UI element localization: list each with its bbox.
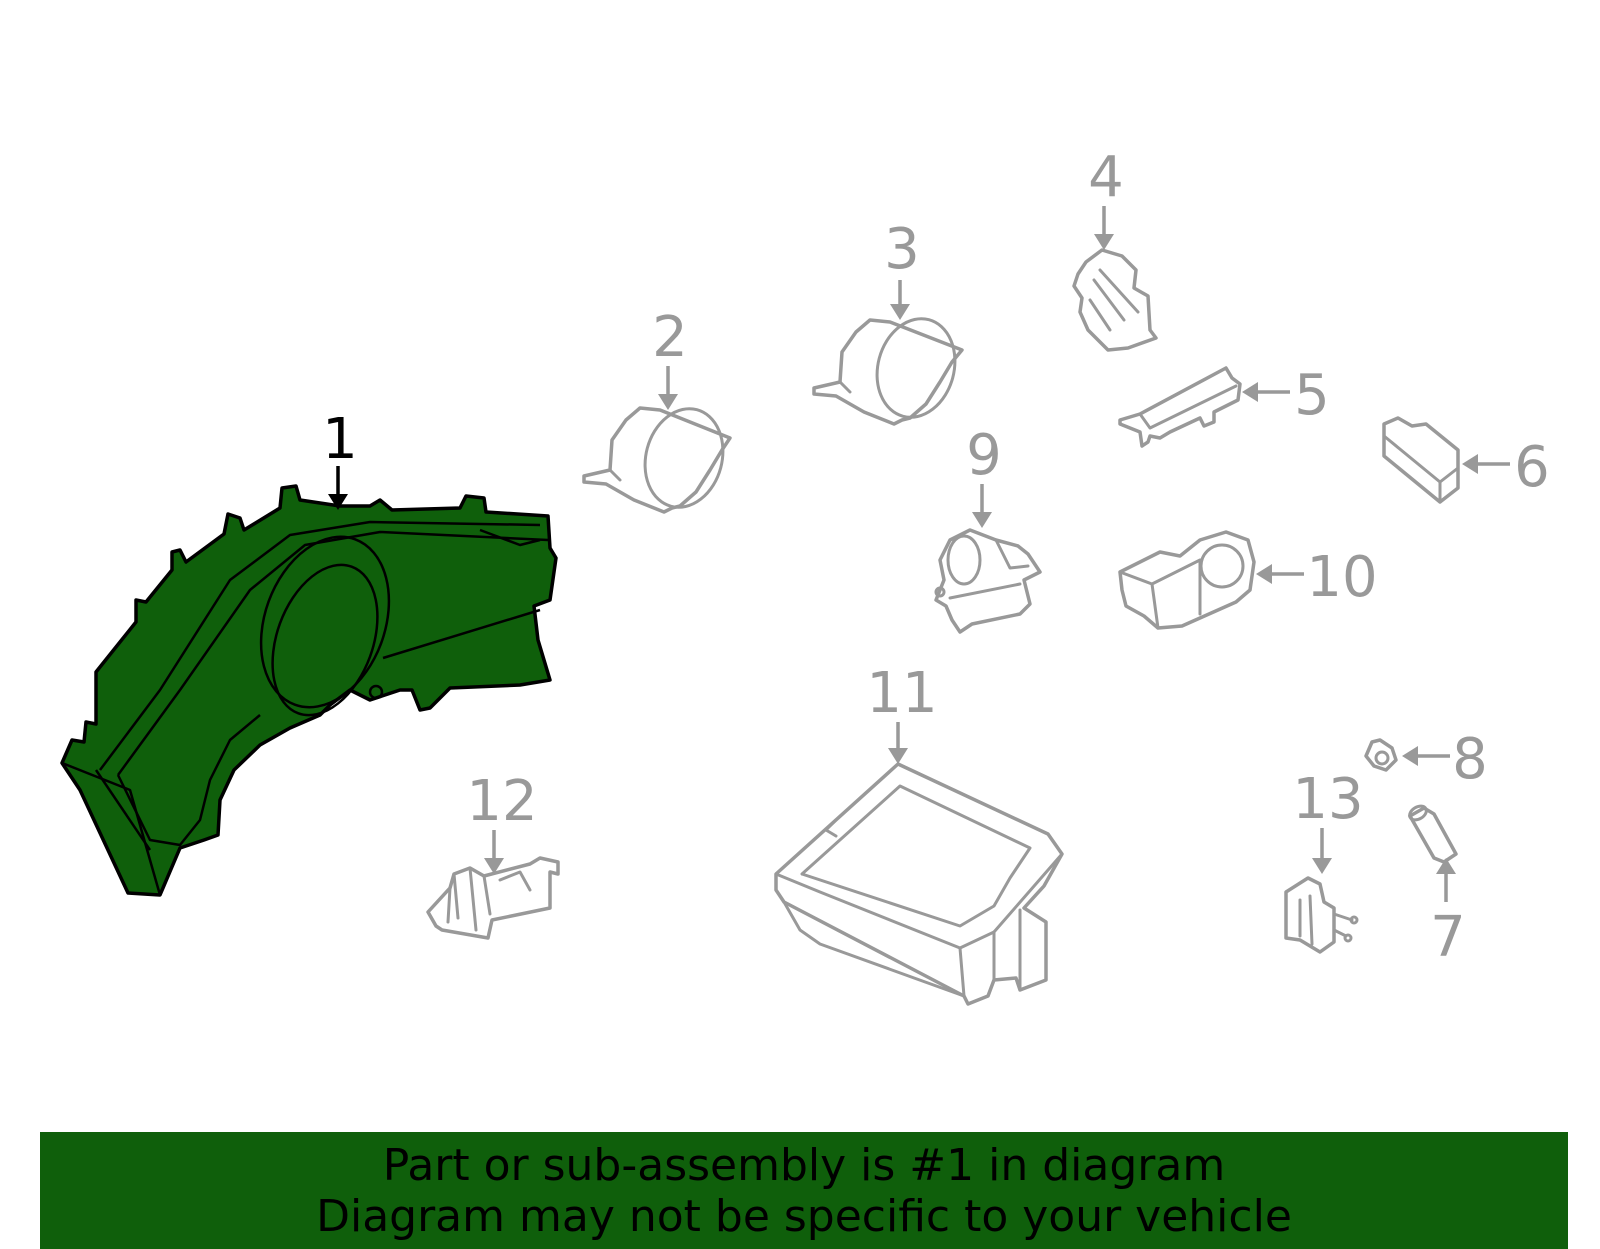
arrow-5 bbox=[1242, 382, 1290, 402]
arrow-3 bbox=[890, 280, 910, 320]
arrow-2 bbox=[658, 366, 678, 410]
banner-line-2: Diagram may not be specific to your vehi… bbox=[316, 1190, 1292, 1242]
arrow-13 bbox=[1312, 828, 1332, 874]
arrow-6 bbox=[1462, 454, 1510, 474]
callout-10: 10 bbox=[1306, 545, 1377, 610]
part-12-mount-bracket[interactable] bbox=[426, 856, 560, 940]
callout-12: 12 bbox=[466, 769, 537, 834]
banner-line-1: Part or sub-assembly is #1 in diagram bbox=[382, 1139, 1226, 1191]
arrow-7 bbox=[1436, 858, 1456, 902]
arrow-11 bbox=[888, 722, 908, 764]
callout-5: 5 bbox=[1294, 363, 1330, 428]
part-8-nut[interactable] bbox=[1364, 738, 1398, 772]
arrow-12 bbox=[484, 830, 504, 874]
arrow-1 bbox=[328, 466, 348, 510]
arrow-8 bbox=[1402, 746, 1450, 766]
arrow-9 bbox=[972, 484, 992, 528]
part-9-bulb-socket[interactable] bbox=[934, 528, 1042, 634]
part-1-headlamp-assembly[interactable] bbox=[60, 484, 558, 897]
callout-8: 8 bbox=[1452, 727, 1488, 792]
callout-9: 9 bbox=[966, 423, 1002, 488]
callout-4: 4 bbox=[1088, 145, 1124, 210]
part-6-cover[interactable] bbox=[1382, 416, 1460, 504]
arrow-10 bbox=[1256, 564, 1304, 584]
callout-6: 6 bbox=[1514, 435, 1550, 500]
callout-2: 2 bbox=[652, 305, 688, 370]
part-3-bulb-cover[interactable] bbox=[812, 310, 966, 426]
callout-3: 3 bbox=[884, 217, 920, 282]
part-10-bulb-cap[interactable] bbox=[1118, 530, 1256, 630]
arrow-4 bbox=[1094, 206, 1114, 250]
callout-7: 7 bbox=[1430, 905, 1466, 970]
part-11-ballast-module[interactable] bbox=[774, 762, 1064, 1006]
part-4-control-module[interactable] bbox=[1072, 248, 1158, 352]
part-7-bulb[interactable] bbox=[1407, 803, 1458, 864]
part-13-socket-connector[interactable] bbox=[1284, 876, 1359, 954]
callout-11: 11 bbox=[866, 661, 937, 726]
info-banner: Part or sub-assembly is #1 in diagram Di… bbox=[40, 1132, 1568, 1249]
callout-1: 1 bbox=[322, 407, 358, 472]
callout-13: 13 bbox=[1292, 767, 1363, 832]
part-5-bracket[interactable] bbox=[1118, 366, 1242, 448]
part-2-bulb-cover[interactable] bbox=[582, 400, 734, 516]
